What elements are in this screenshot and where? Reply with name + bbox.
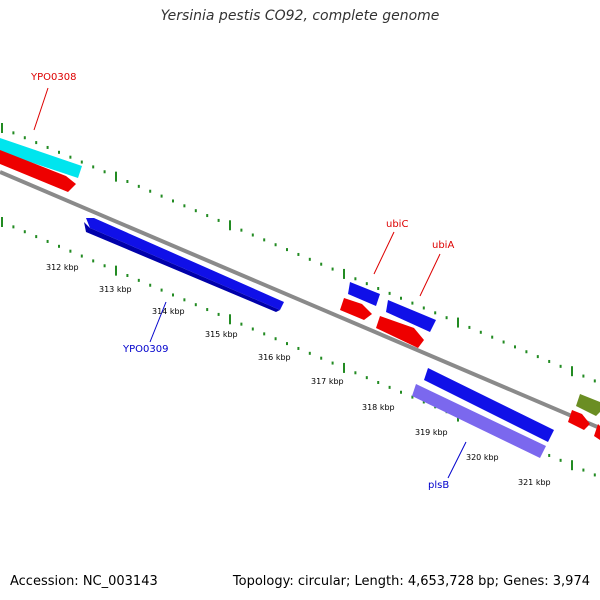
ypo0308-leader [33, 87, 49, 131]
gene-ypo0308-bar[interactable] [0, 138, 82, 178]
gene-label-ubia[interactable]: ubiA [432, 240, 454, 251]
kbp-tick-label: 319 kbp [415, 428, 448, 437]
cds-bar[interactable] [340, 298, 372, 320]
kbp-tick-label: 318 kbp [362, 403, 395, 412]
ypo0309-leader [149, 301, 167, 343]
kbp-tick-label: 313 kbp [99, 285, 132, 294]
ubia-leader [419, 253, 441, 297]
accession-text: Accession: NC_003143 [10, 574, 158, 589]
gene-label-ubic[interactable]: ubiC [386, 219, 408, 230]
olive-feature[interactable] [576, 394, 600, 416]
kbp-tick-label: 321 kbp [518, 478, 551, 487]
plsb-leader [447, 441, 467, 479]
gene-ubia-bar[interactable] [386, 300, 436, 332]
genome-summary-text: Topology: circular; Length: 4,653,728 bp… [232, 574, 590, 589]
ubic-leader [373, 231, 395, 275]
kbp-tick-label: 315 kbp [205, 330, 238, 339]
outer-tick-track [1, 123, 596, 383]
gene-ubic-bar[interactable] [348, 282, 380, 306]
kbp-tick-label: 314 kbp [152, 307, 185, 316]
cds-bar[interactable] [376, 316, 424, 348]
kbp-tick-label: 317 kbp [311, 377, 344, 386]
gene-ypo0309-bar-edge [84, 222, 280, 312]
gene-label-ypo0309[interactable]: YPO0309 [122, 344, 168, 355]
gene-ypo0309-bar[interactable] [86, 218, 284, 310]
map-title: Yersinia pestis CO92, complete genome [160, 8, 440, 24]
gene-label-ypo0308[interactable]: YPO0308 [30, 72, 76, 83]
cds-bar[interactable] [0, 150, 76, 192]
cds-bar[interactable] [594, 424, 600, 440]
cds-bar[interactable] [568, 410, 590, 430]
kbp-scale-labels: 312 kbp 313 kbp 314 kbp 315 kbp 316 kbp 317 k… [46, 263, 551, 487]
gene-bar[interactable] [424, 368, 554, 442]
kbp-tick-label: 316 kbp [258, 353, 291, 362]
kbp-tick-label: 320 kbp [466, 453, 499, 462]
gene-label-plsb[interactable]: plsB [428, 480, 449, 491]
gene-plsb-bar[interactable] [412, 384, 546, 458]
genome-backbone [0, 170, 600, 430]
kbp-tick-label: 312 kbp [46, 263, 79, 272]
